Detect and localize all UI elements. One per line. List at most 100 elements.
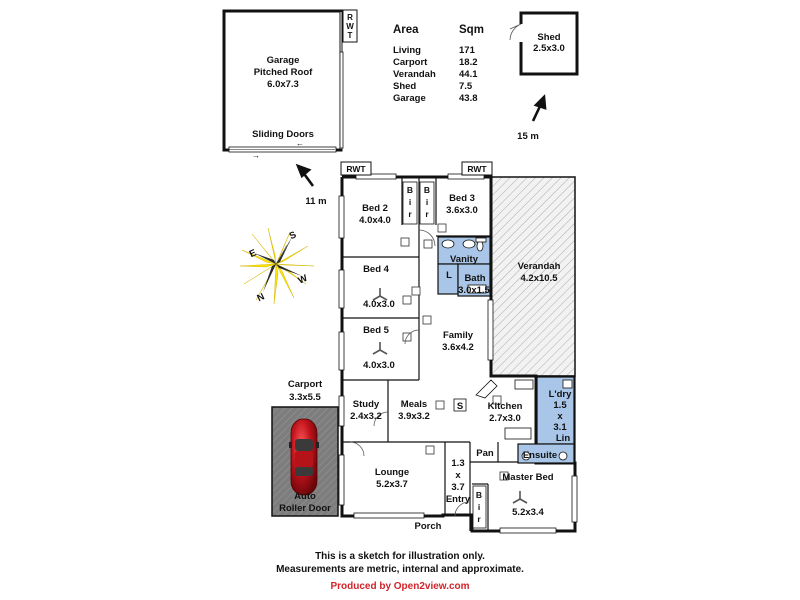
porch-label: Porch	[415, 521, 442, 532]
area-row-sqm: 7.5	[459, 81, 473, 93]
rwt-east-label: RWT	[467, 164, 487, 174]
compass-e: E	[248, 247, 258, 260]
area-header-area: Area	[393, 24, 419, 36]
entry-dim1: 1.3	[451, 458, 464, 469]
ceiling-fans	[372, 288, 528, 504]
bir-closet-bed2	[402, 181, 418, 225]
bath-label: Bath	[464, 273, 485, 284]
direction-arrows	[295, 94, 547, 187]
entry-dim2: x	[455, 470, 461, 481]
garage-distance-label: 11 m	[305, 196, 326, 207]
stove-symbol: S	[457, 401, 463, 412]
bir-master-b: B	[476, 490, 482, 500]
linen-label: Lin	[556, 433, 570, 444]
disclaimer-line-2: Measurements are metric, internal and ap…	[276, 564, 524, 575]
carport-size: 3.3x5.5	[289, 392, 321, 403]
entry-dim3: 3.7	[451, 482, 464, 493]
family-label: Family	[443, 330, 474, 341]
shed	[509, 11, 579, 76]
svg-text:←: ←	[296, 139, 304, 148]
area-row-name: Verandah	[393, 68, 436, 80]
area-table: Area Sqm Living 171 Carport 18.2 Veranda…	[393, 24, 499, 105]
compass-needle	[254, 237, 302, 292]
area-row-name: Garage	[393, 93, 426, 105]
bir-bed2-b: B	[407, 185, 413, 195]
ensuite-label: Ensuite	[523, 450, 557, 461]
lounge-label: Lounge	[375, 467, 409, 478]
laundry-dim3: 3.1	[553, 422, 567, 433]
garage-direction-arrow	[295, 163, 315, 187]
area-row: Living 171	[393, 44, 499, 56]
bed3-size: 3.6x3.0	[446, 205, 478, 216]
shed-size-label: 2.5x3.0	[533, 43, 565, 54]
compass-s: S	[288, 229, 298, 242]
garage-roof-label: Pitched Roof	[254, 67, 313, 78]
vanity-label: Vanity	[450, 254, 479, 265]
kitchen-label: Kitchen	[488, 401, 523, 412]
bir-bed2-r: r	[408, 209, 412, 219]
area-header-sqm: Sqm	[459, 24, 484, 36]
garage-doors-label: Sliding Doors	[252, 129, 314, 140]
area-row-sqm: 44.1	[459, 68, 478, 80]
bed5-size: 4.0x3.0	[363, 360, 395, 371]
bir-master-r: r	[477, 514, 481, 524]
shed-direction-arrow	[531, 94, 547, 122]
kitchen-size: 2.7x3.0	[489, 413, 521, 424]
compass-n: N	[256, 291, 267, 304]
fixtures	[441, 237, 573, 461]
rwt-tank-east	[461, 161, 493, 176]
wc-label: L	[446, 270, 452, 281]
bir-closet-master	[472, 485, 487, 529]
bed4-size: 4.0x3.0	[363, 299, 395, 310]
garage-rwt-w: W	[346, 22, 354, 31]
garage-rwt-r: R	[347, 13, 353, 22]
garage: → ←	[222, 9, 358, 160]
master-size: 5.2x3.4	[512, 507, 544, 518]
car-icon	[289, 418, 319, 496]
bed3-label: Bed 3	[449, 193, 475, 204]
bath-size: 3.0x1.5	[458, 285, 490, 296]
bed2-size: 4.0x4.0	[359, 215, 391, 226]
area-row-name: Carport	[393, 56, 428, 68]
svg-text:→: →	[252, 151, 260, 160]
bed4-label: Bed 4	[363, 264, 390, 275]
garage-size-label: 6.0x7.3	[267, 79, 299, 90]
garage-rwt-tank	[342, 9, 358, 43]
garage-rwt-t: T	[348, 31, 353, 40]
disclaimer-line-1: This is a sketch for illustration only.	[315, 551, 485, 562]
entry-label: Entry	[446, 494, 471, 505]
carport-door-line2: Roller Door	[279, 503, 331, 514]
compass-rays	[239, 227, 315, 305]
lounge-size: 5.2x3.7	[376, 479, 408, 490]
area-row: Carport 18.2	[393, 56, 499, 68]
compass-w: W	[297, 273, 310, 287]
area-row-name: Living	[393, 44, 421, 56]
garage-label: Garage	[267, 55, 300, 66]
garage-side-window	[339, 51, 344, 149]
master-label: Master Bed	[502, 472, 553, 483]
laundry-label: L'dry	[549, 389, 573, 400]
rwt-west-label: RWT	[346, 164, 366, 174]
area-row-sqm: 171	[459, 44, 475, 56]
area-row-name: Shed	[393, 81, 417, 93]
carport	[271, 406, 339, 517]
bir-master-i: i	[478, 502, 480, 512]
carport-door-line1: Auto	[294, 491, 316, 502]
study-size: 2.4x3.2	[350, 411, 382, 422]
shed-label: Shed	[537, 32, 560, 43]
shed-distance-label: 15 m	[517, 131, 539, 142]
rwt-tank-west	[340, 161, 372, 176]
bir-bed2-i: i	[409, 197, 411, 207]
meals-label: Meals	[401, 399, 427, 410]
area-row-sqm: 18.2	[459, 56, 478, 68]
area-row: Garage 43.8	[393, 93, 499, 105]
bed2-label: Bed 2	[362, 203, 388, 214]
bir-closet-bed3	[419, 181, 435, 225]
laundry-dim2: x	[557, 411, 563, 422]
meals-size: 3.9x3.2	[398, 411, 430, 422]
bed5-label: Bed 5	[363, 325, 390, 336]
laundry-dim1: 1.5	[553, 400, 567, 411]
family-size: 3.6x4.2	[442, 342, 474, 353]
shed-walls	[519, 11, 579, 76]
